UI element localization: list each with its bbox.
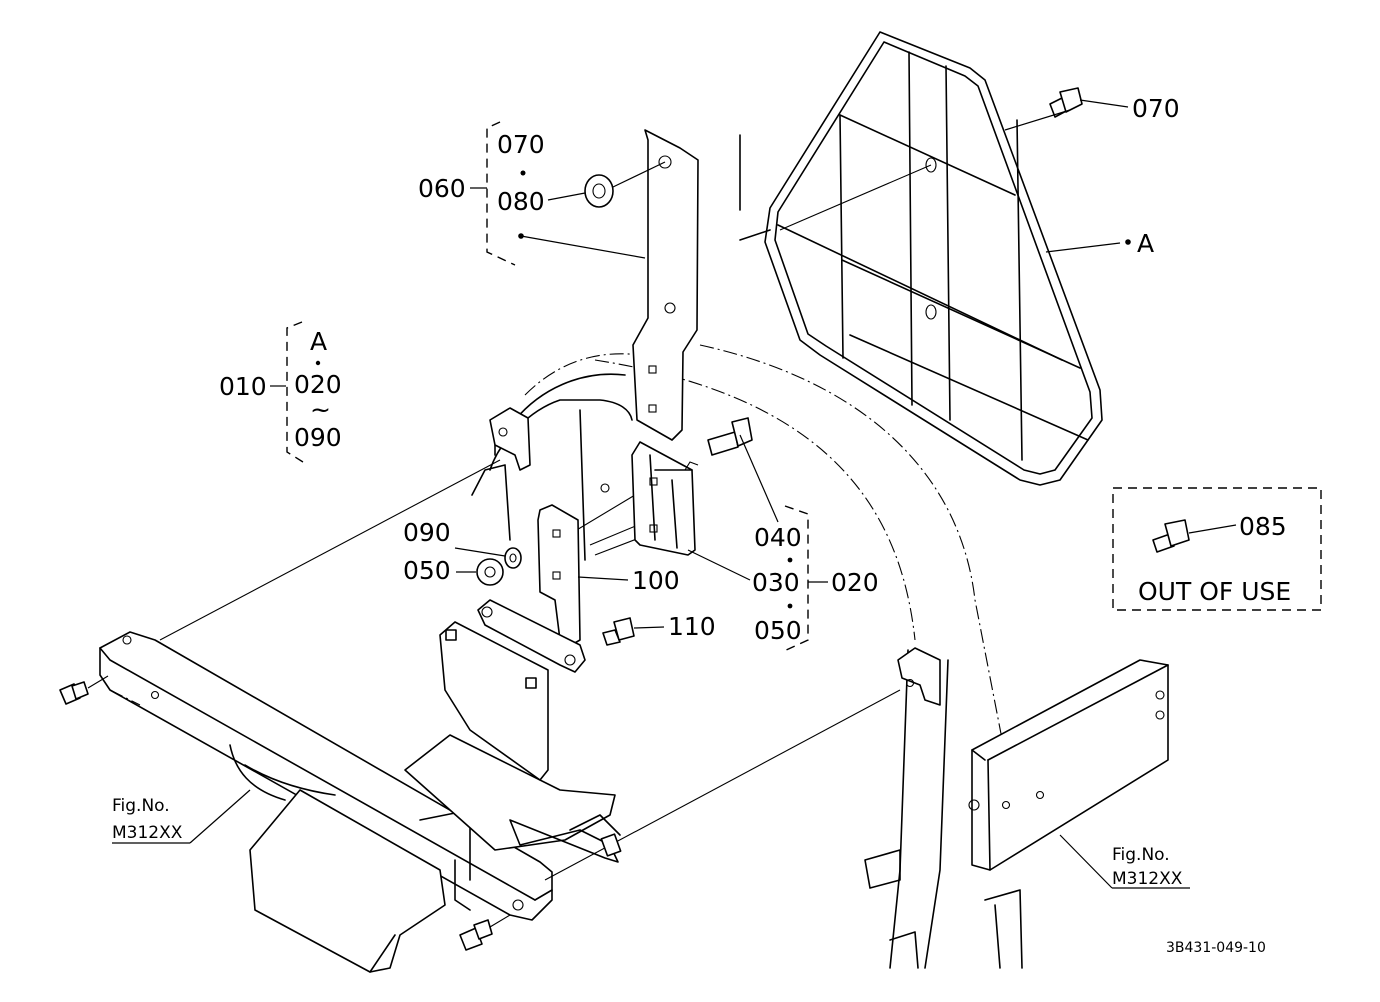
fig-no-right: Fig.No. [1112, 845, 1170, 865]
fig-no-left: Fig.No. [112, 796, 170, 816]
nut-050 [476, 558, 504, 586]
guard-A [764, 31, 1103, 486]
label-tilde: ~ [310, 395, 331, 424]
upper-left-bracket [489, 407, 531, 471]
label-100: 100 [632, 566, 680, 595]
label-085: 085 [1239, 512, 1287, 541]
bolt-085 [1152, 519, 1237, 553]
bolt-left [59, 675, 109, 705]
label-070-right: 070 [1132, 94, 1180, 123]
label-010: 010 [219, 372, 267, 401]
label-050-group: 050 [754, 616, 802, 645]
channel-030 [631, 441, 699, 556]
label-110: 110 [668, 612, 716, 641]
nut-080 [547, 161, 666, 208]
out-of-use-note: OUT OF USE [1138, 577, 1291, 606]
mud-flap [439, 621, 549, 781]
group-brackets [286, 121, 1322, 653]
bolt-040 [707, 417, 779, 523]
label-020: 020 [831, 568, 879, 597]
label-050: 050 [403, 556, 451, 585]
label-030: 030 [752, 568, 800, 597]
label-040: 040 [754, 523, 802, 552]
label-020-group: 020 [294, 370, 342, 399]
leader-lines [112, 109, 1190, 889]
label-090: 090 [403, 518, 451, 547]
side-plate-right [968, 659, 1169, 871]
mid-right-bracket [897, 647, 941, 706]
arm-060 [632, 129, 771, 441]
label-070-top: 070 [497, 130, 545, 159]
label-a-left: A [310, 327, 327, 356]
washer-090 [504, 547, 522, 569]
fig-ref-right: M312XX [1112, 869, 1183, 889]
lower-housing [229, 734, 622, 973]
label-090-group: 090 [294, 423, 342, 452]
label-a-right: A [1137, 229, 1154, 258]
part-labels: 060 070 080 070 A 010 A 020 ~ 090 090 05… [112, 94, 1291, 956]
bolt-bottom [459, 914, 511, 951]
frame-tube [594, 344, 1023, 969]
fig-ref-left: M312XX [112, 823, 183, 843]
fender [471, 353, 641, 561]
bolt-110 [602, 617, 665, 646]
bracket-100 [477, 504, 586, 673]
label-080: 080 [497, 187, 545, 216]
label-060: 060 [418, 174, 466, 203]
frame-beam [99, 631, 553, 921]
drawing-code: 3B431-049-10 [1166, 940, 1266, 956]
